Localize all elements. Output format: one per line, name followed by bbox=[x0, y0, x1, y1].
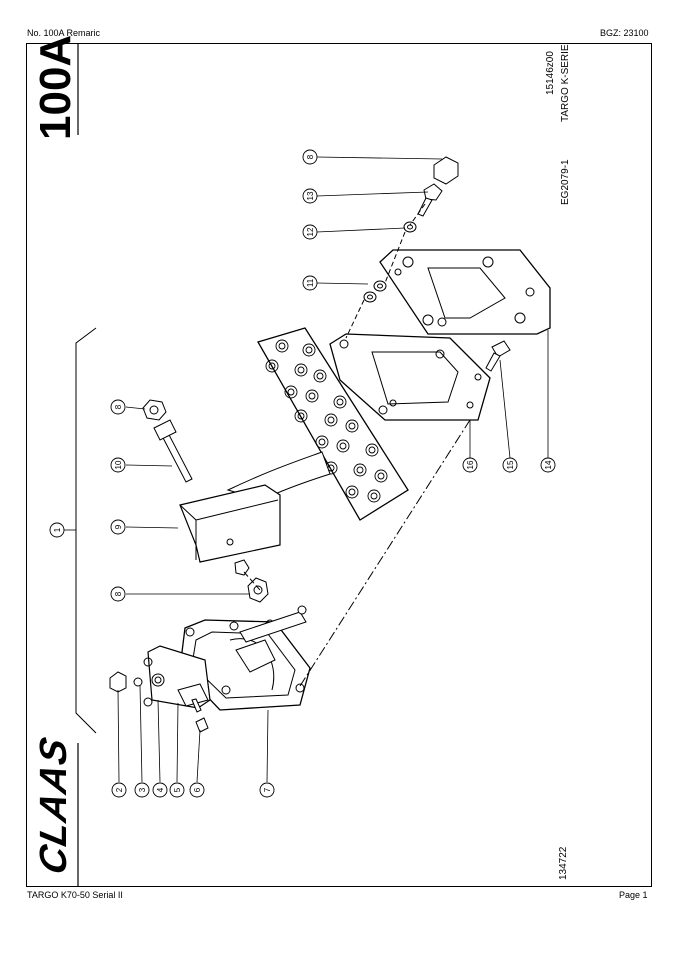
callout-12: 12 bbox=[306, 227, 315, 236]
callout-8-left: 8 bbox=[114, 404, 123, 409]
drawing-frame bbox=[26, 43, 652, 887]
document-number: 134722 bbox=[558, 846, 569, 880]
footer-left: TARGO K70-50 Serial II bbox=[27, 890, 123, 900]
callout-7: 7 bbox=[263, 787, 272, 792]
callout-4: 4 bbox=[156, 787, 165, 792]
callout-2: 2 bbox=[115, 787, 124, 792]
callout-5: 5 bbox=[173, 787, 182, 792]
footer-right: Page 1 bbox=[619, 890, 648, 900]
brand-logo: CLAAS bbox=[32, 733, 75, 878]
callout-15: 15 bbox=[506, 460, 515, 469]
callout-1: 1 bbox=[53, 527, 62, 532]
callout-10: 10 bbox=[114, 460, 123, 469]
header-left: No. 100A Remaric bbox=[27, 28, 101, 38]
callout-3: 3 bbox=[138, 787, 147, 792]
sheet-number: 100A bbox=[31, 35, 80, 140]
callout-13: 13 bbox=[306, 191, 315, 200]
callout-6: 6 bbox=[193, 787, 202, 792]
sheet-series: TARGO K-SERIE bbox=[560, 44, 571, 122]
callout-8-middle: 8 bbox=[114, 591, 123, 596]
callout-8-top: 8 bbox=[306, 154, 315, 159]
header-right: BGZ: 23100 bbox=[600, 28, 649, 38]
callout-16: 16 bbox=[466, 460, 475, 469]
callout-14: 14 bbox=[544, 460, 553, 469]
callout-11: 11 bbox=[306, 278, 315, 287]
callout-9: 9 bbox=[114, 524, 123, 529]
sheet-code: 15146z00 bbox=[545, 51, 556, 95]
drawing-number: EG2079-1 bbox=[560, 159, 571, 205]
